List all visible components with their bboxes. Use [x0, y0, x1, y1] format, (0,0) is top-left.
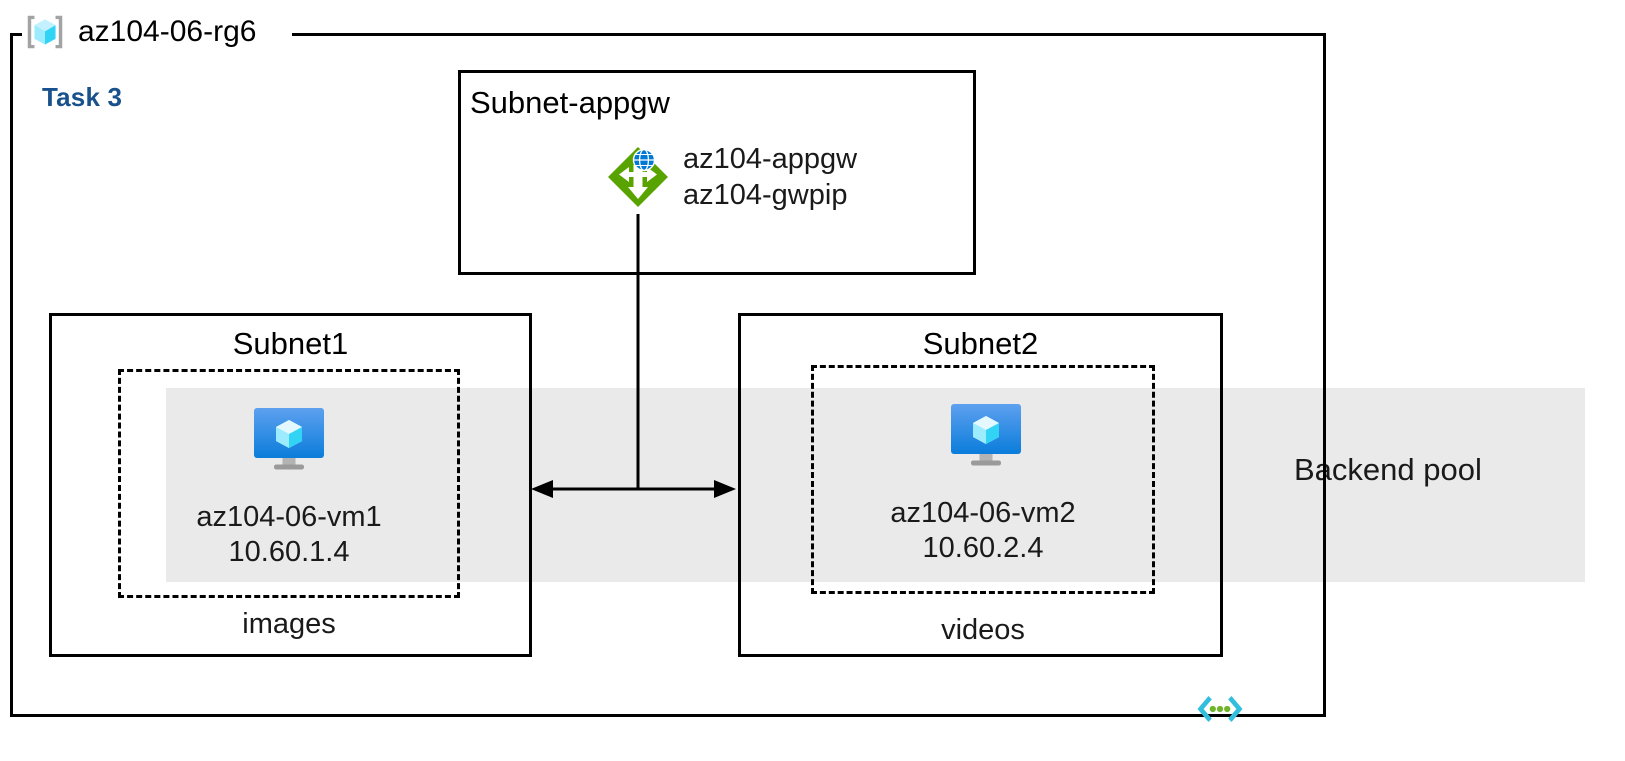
subnet1-title: Subnet1: [232, 326, 349, 361]
subnet1-box: [49, 313, 532, 657]
vm1-name: az104-06-vm1: [196, 501, 382, 533]
subnet2-tier-dashed-box: [811, 365, 1155, 594]
subnet1-tier-label: images: [242, 608, 336, 640]
backend-pool-band: [166, 388, 1585, 582]
virtual-machine-icon: [949, 402, 1023, 468]
subnet1-tier-dashed-box: [118, 369, 460, 598]
subnet2-tier-label: videos: [941, 614, 1025, 646]
appgw-name: az104-appgw: [683, 143, 858, 175]
resource-group-boundary: [10, 33, 1326, 717]
appgw-resource-names: az104-appgw az104-gwpip: [683, 142, 857, 214]
subnet-appgw-title: Subnet-appgw: [470, 85, 670, 120]
vm1-caption: az104-06-vm1 10.60.1.4: [118, 500, 460, 571]
resource-group-title-gap: [22, 20, 292, 50]
vm2-caption: az104-06-vm2 10.60.2.4: [811, 496, 1155, 567]
subnet2-box: [738, 313, 1223, 657]
vm2-ip: 10.60.2.4: [922, 532, 1044, 565]
resource-group-name: az104-06-rg6: [78, 15, 257, 48]
resource-group-header: az104-06-rg6: [22, 6, 256, 58]
application-gateway-icon: [600, 139, 676, 215]
vm1-ip: 10.60.1.4: [228, 536, 350, 569]
virtual-machine-icon: [252, 406, 326, 472]
subnet-appgw-box: [458, 70, 976, 275]
code-brackets-icon: [1196, 694, 1244, 724]
vm2-name: az104-06-vm2: [890, 497, 1076, 529]
task-label: Task 3: [42, 82, 123, 112]
gwpip-name: az104-gwpip: [683, 178, 848, 211]
resource-group-icon: [22, 9, 68, 55]
subnet2-title: Subnet2: [922, 326, 1039, 361]
